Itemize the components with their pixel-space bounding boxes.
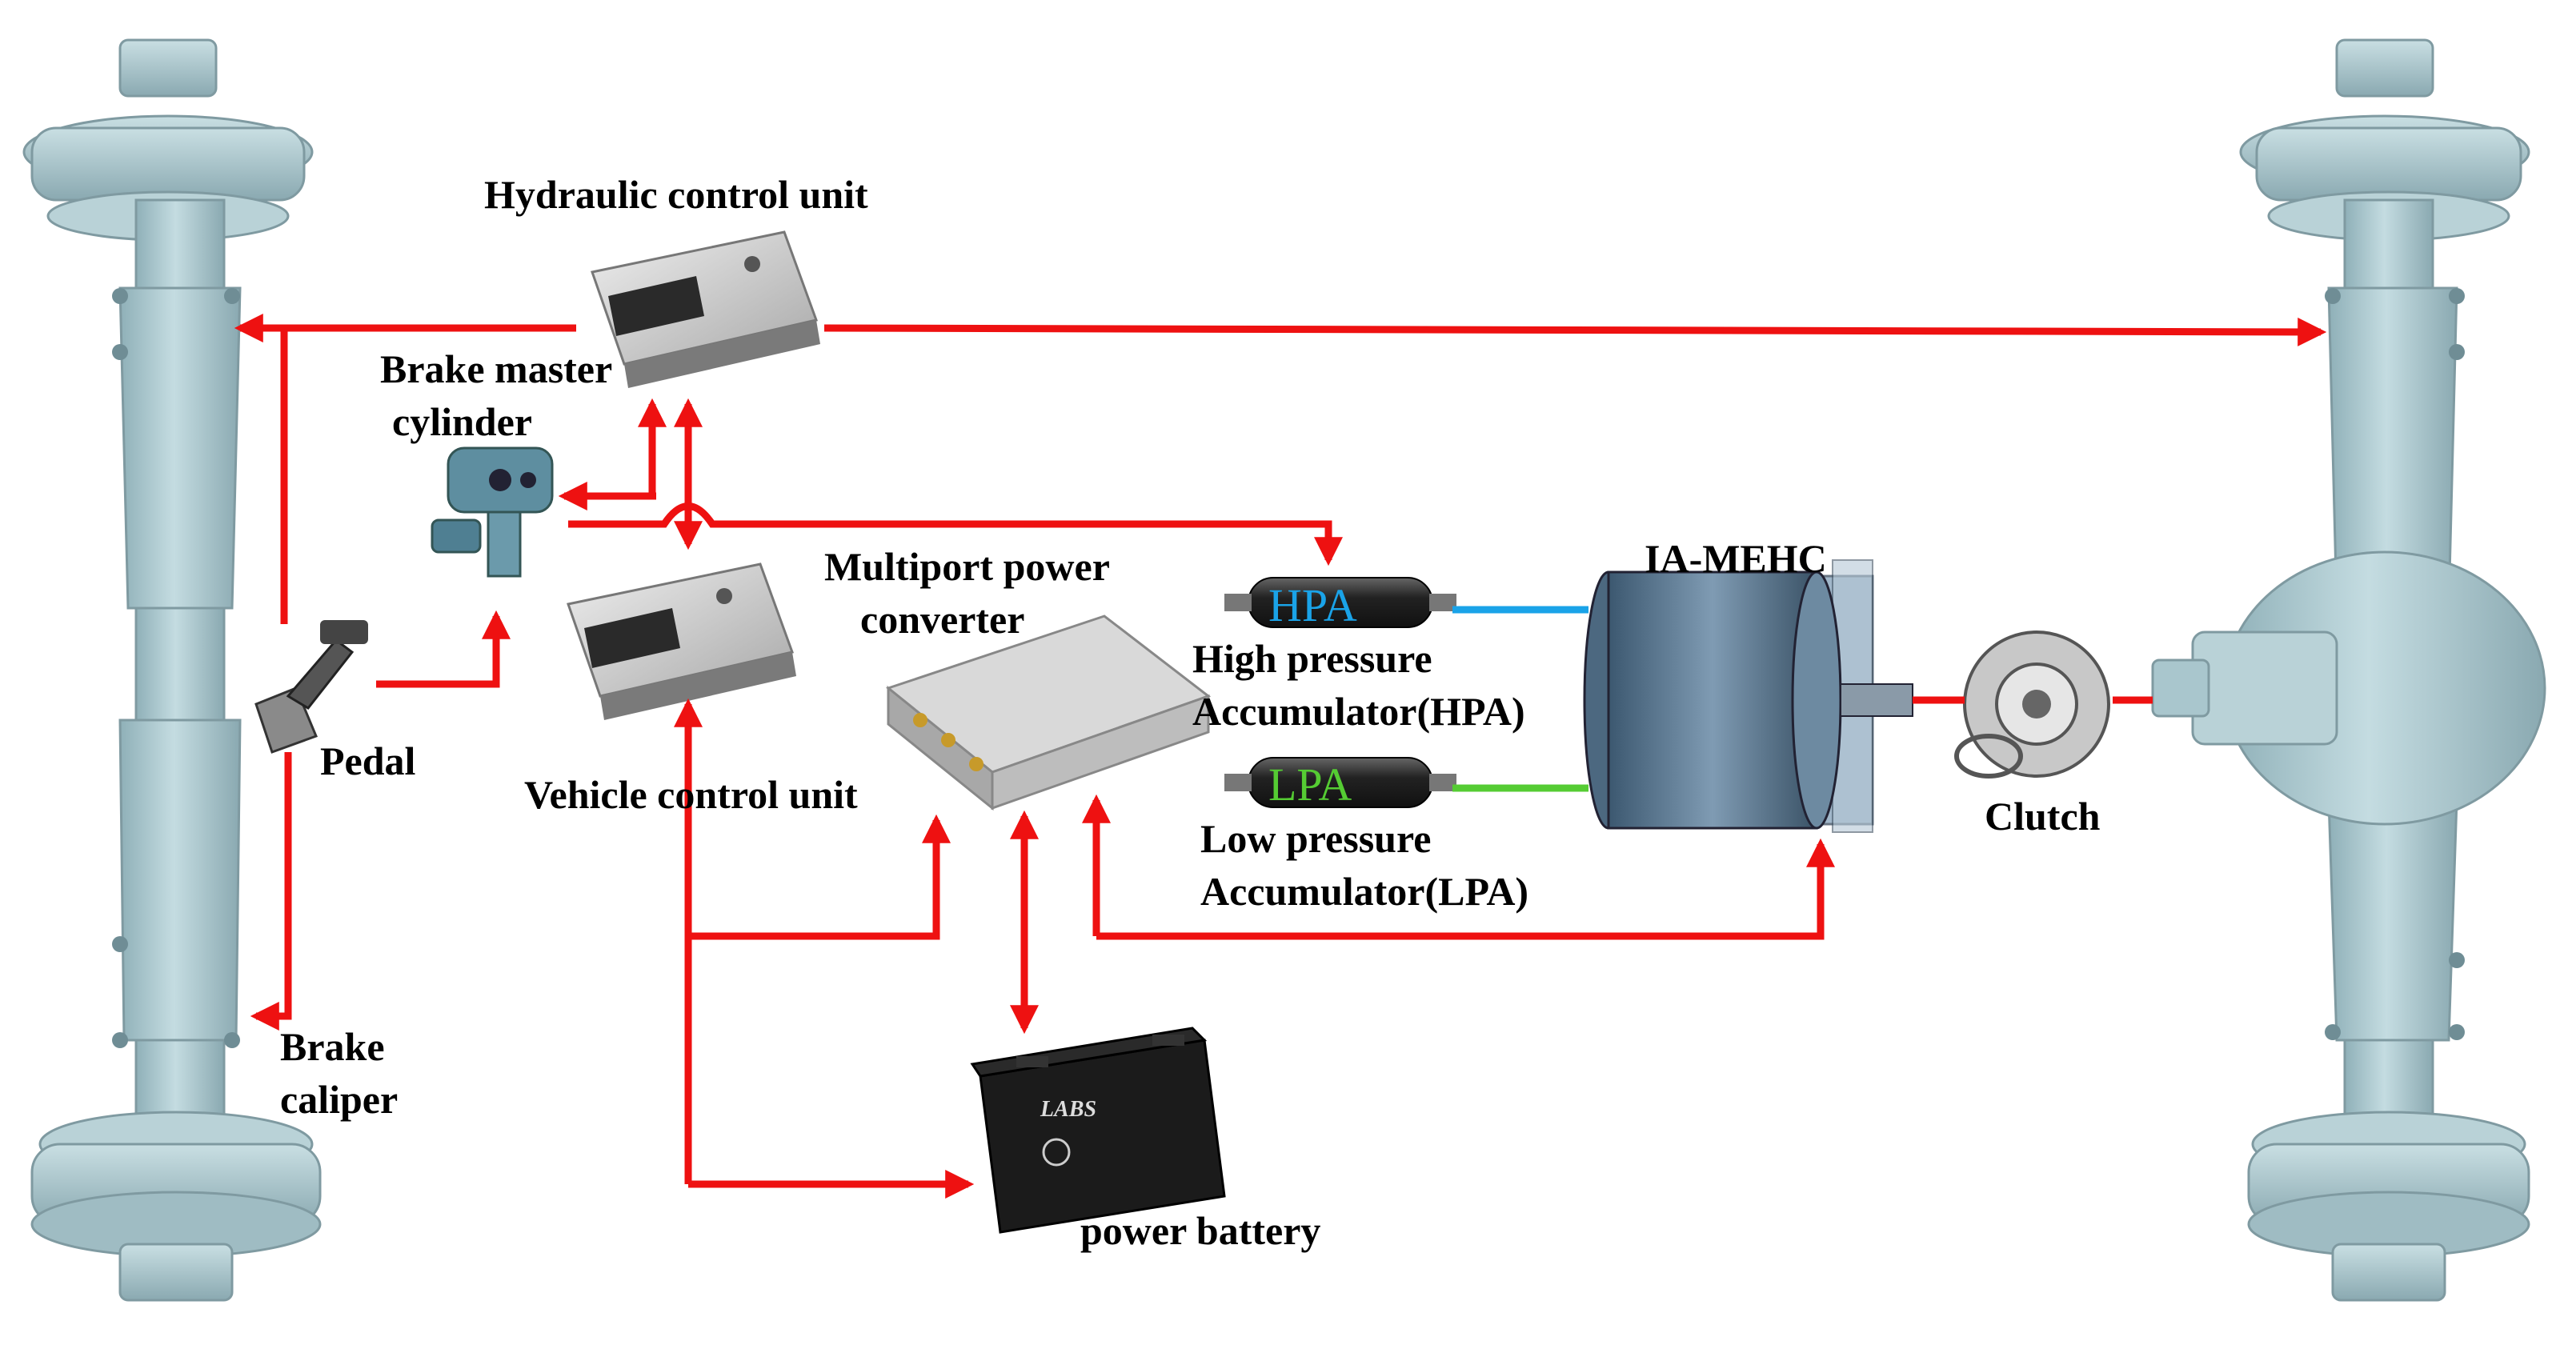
battery-brand-text: LABS — [1040, 1097, 1096, 1122]
power-battery-label: power battery — [1080, 1208, 1321, 1253]
hydraulic-control-unit-image — [591, 230, 820, 388]
hydraulic-control-unit-label: Hydraulic control unit — [484, 172, 868, 217]
power-battery-image: LABS — [970, 1027, 1226, 1234]
brake-master-cylinder-image — [431, 446, 554, 578]
vehicle-control-unit-label: Vehicle control unit — [524, 772, 858, 817]
hpa-label-line2: Accumulator(HPA) — [1192, 689, 1525, 734]
left-axle — [22, 38, 322, 1302]
lpa-accumulator-image — [1224, 757, 1456, 808]
brake-caliper-label-line2: caliper — [280, 1077, 399, 1122]
ia-mehc-image — [1583, 559, 1913, 833]
clutch-image — [1954, 630, 2110, 779]
arrow-master-to-hcu — [576, 398, 667, 500]
arrow-master-to-hpa — [568, 502, 1343, 566]
arrow-pedal-to-master — [376, 610, 511, 688]
arrow-converter-to-mehc — [1096, 838, 1835, 940]
right-axle — [2151, 38, 2546, 1302]
lpa-label-line1: Low pressure — [1200, 816, 1432, 861]
lpa-label-line2: Accumulator(LPA) — [1200, 869, 1529, 914]
multiport-power-converter-image — [885, 614, 1212, 811]
clutch-label: Clutch — [1985, 794, 2101, 839]
pedal-label: Pedal — [320, 739, 416, 783]
hpa-label-line1: High pressure — [1192, 636, 1432, 681]
ia-mehc-label: IA-MEHC — [1645, 536, 1827, 581]
differential — [2151, 550, 2546, 826]
hpa-accumulator-image — [1224, 577, 1456, 628]
lpa-tag: LPA — [1268, 759, 1352, 811]
arrow-hcu-to-right-wheel — [823, 317, 2327, 346]
multiport-power-converter-label-line1: Multiport power — [824, 544, 1110, 589]
vehicle-control-unit-image — [567, 562, 796, 720]
brake-master-cylinder-label-line1: Brake master — [380, 346, 613, 391]
pedal-image — [254, 620, 368, 754]
brake-master-cylinder-label-line2: cylinder — [392, 399, 532, 444]
arrow-vcu-to-converter — [688, 814, 951, 940]
arrow-pedal-to-caliper — [250, 752, 292, 1031]
multiport-power-converter-label-line2: converter — [860, 597, 1025, 642]
hpa-tag: HPA — [1268, 579, 1357, 631]
brake-caliper-label-line1: Brake — [280, 1024, 385, 1069]
